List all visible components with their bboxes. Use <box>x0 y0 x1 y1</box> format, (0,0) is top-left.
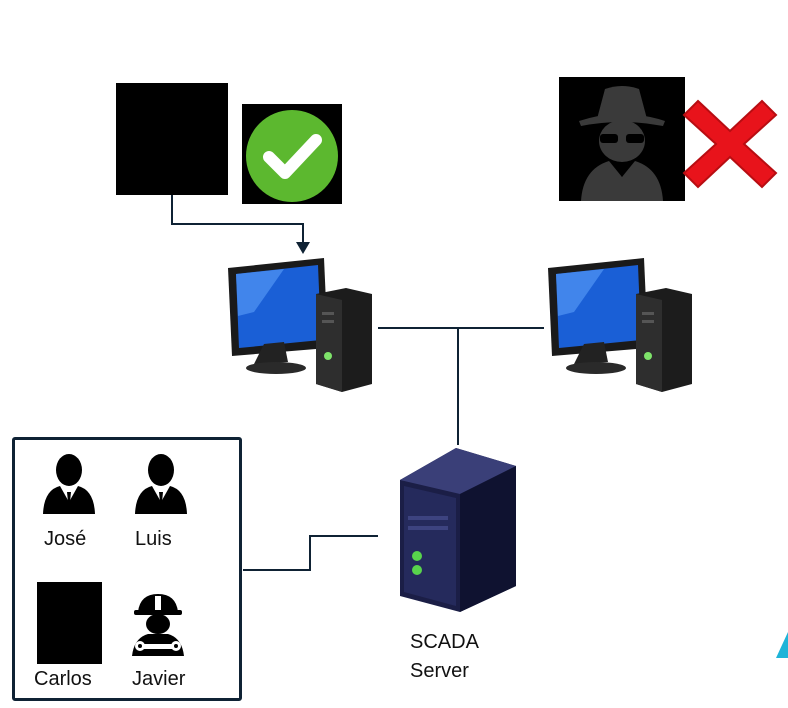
intruder-icon <box>559 77 685 201</box>
user-group <box>12 437 242 701</box>
auth-connector <box>171 195 304 244</box>
workstation-authorized <box>224 252 376 400</box>
check-icon <box>242 104 342 204</box>
user-name-javier: Javier <box>132 668 186 690</box>
redacted-photo <box>37 582 102 664</box>
scada-server-label: SCADA Server <box>410 628 479 686</box>
arrow-head <box>296 242 310 254</box>
server-label-line1: SCADA <box>410 631 479 653</box>
workstation-target <box>544 252 696 400</box>
cross-icon <box>680 95 780 193</box>
user-name-jose: José <box>44 528 87 550</box>
scada-server-icon <box>398 446 518 614</box>
person-icon <box>132 450 190 514</box>
user-name-carlos: Carlos <box>34 668 92 690</box>
person-icon <box>40 450 98 514</box>
server-label-line2: Server <box>410 660 469 682</box>
authorized-user-photo <box>116 83 228 195</box>
engineer-icon <box>126 590 190 662</box>
accent-triangle <box>776 632 788 658</box>
user-name-luis: Luis <box>135 528 172 550</box>
users-connector <box>243 535 378 571</box>
